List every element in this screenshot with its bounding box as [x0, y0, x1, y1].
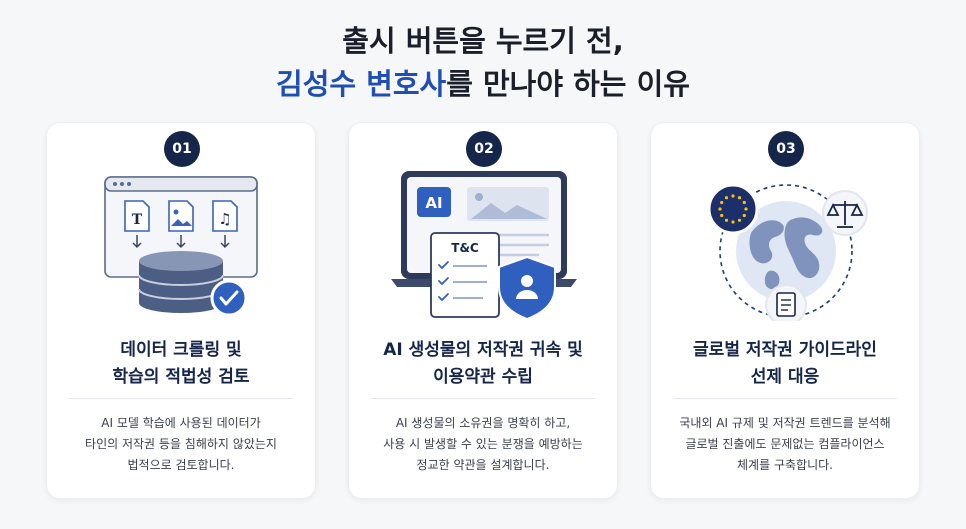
- card-number-badge: 01: [164, 131, 200, 167]
- music-file-icon: ♫: [212, 200, 238, 232]
- divider: [69, 398, 293, 399]
- card-title: 데이터 크롤링 및 학습의 적법성 검토: [112, 340, 250, 387]
- headline-line2: 김성수 변호사를 만나야 하는 이유: [0, 62, 966, 106]
- reason-card-2: 02 AI T&C: [348, 122, 618, 499]
- card-description: AI 모델 학습에 사용된 데이터가 타인의 저작권 등을 침해하지 않았는지 …: [85, 416, 277, 472]
- headline-line1: 출시 버튼을 누르기 전,: [342, 24, 624, 58]
- shield-user-icon: [498, 255, 556, 321]
- card-title: 글로벌 저작권 가이드라인 선제 대응: [693, 340, 877, 387]
- card-number-badge: 02: [466, 131, 502, 167]
- data-crawling-illustration: T ♫: [104, 176, 258, 317]
- eu-flag-icon: [707, 183, 759, 235]
- card-description: AI 생성물의 소유권을 명확히 하고, 사용 시 발생할 수 있는 분쟁을 예…: [383, 416, 583, 472]
- image-file-icon: [168, 200, 194, 232]
- svg-text:AI: AI: [425, 194, 442, 212]
- svg-text:T: T: [132, 212, 143, 228]
- divider: [673, 398, 897, 399]
- card-number-badge: 03: [768, 131, 804, 167]
- divider: [371, 398, 595, 399]
- reason-card-1: 01 T ♫: [46, 122, 316, 499]
- scales-of-justice-icon: [822, 190, 868, 236]
- check-badge-icon: [210, 279, 248, 317]
- headline-accent-name: 김성수 변호사: [276, 67, 447, 101]
- card-title: AI 생성물의 저작권 귀속 및 이용약관 수립: [383, 340, 583, 387]
- document-icon: [765, 284, 807, 321]
- database-icon: [138, 251, 224, 313]
- reason-card-3: 03: [650, 122, 920, 499]
- headline-line2-rest: 를 만나야 하는 이유: [446, 67, 690, 101]
- global-guideline-illustration: [707, 183, 868, 321]
- svg-text:T&C: T&C: [451, 241, 479, 255]
- globe-icon: [736, 201, 836, 301]
- text-file-icon: T: [124, 200, 150, 232]
- svg-text:♫: ♫: [218, 210, 231, 228]
- ai-terms-illustration: AI T&C: [391, 171, 577, 321]
- ai-badge-icon: [417, 187, 451, 217]
- image-placeholder-icon: [467, 187, 549, 221]
- card-description: 국내외 AI 규제 및 저작권 트렌드를 분석해 글로벌 진출에도 문제없는 컴…: [679, 416, 891, 472]
- terms-document-icon: T&C: [430, 232, 500, 318]
- headline: 출시 버튼을 누르기 전, 김성수 변호사를 만나야 하는 이유: [0, 20, 966, 106]
